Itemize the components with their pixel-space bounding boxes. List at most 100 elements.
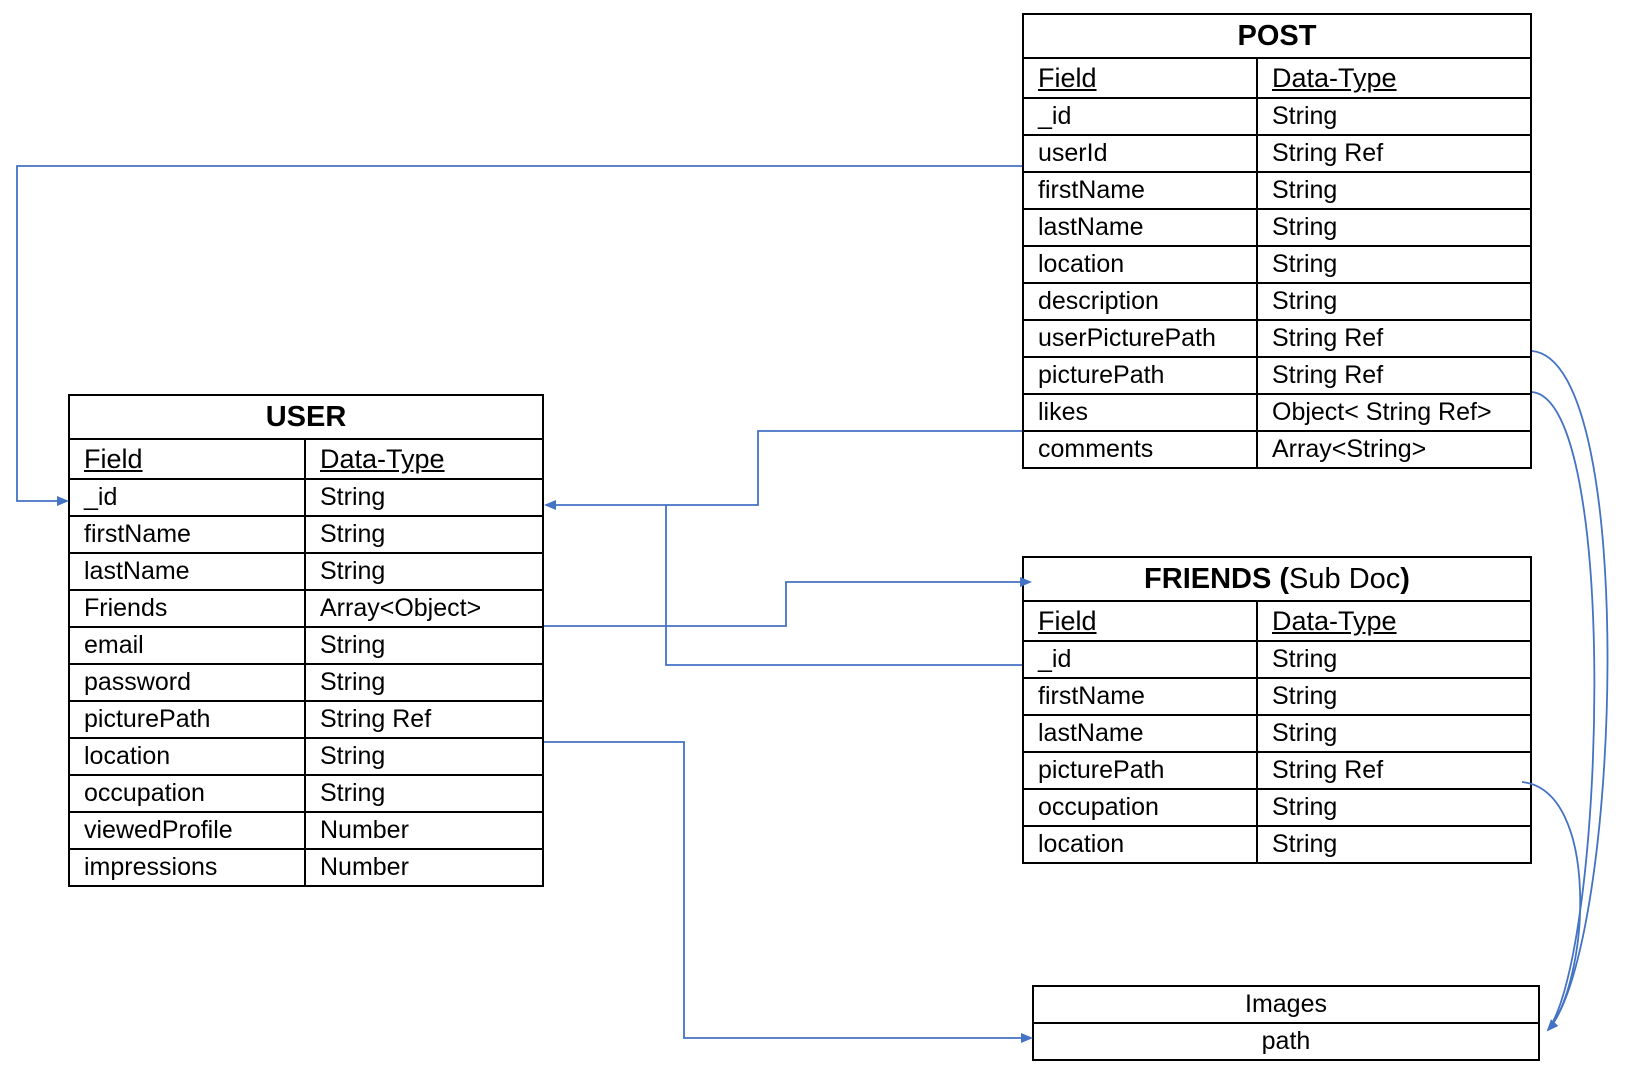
- field-type: String: [1256, 788, 1532, 827]
- field-type: String: [1256, 208, 1532, 247]
- field-name: email: [68, 626, 306, 665]
- field-name: location: [1022, 825, 1258, 864]
- field-name: firstName: [68, 515, 306, 554]
- field-type: String: [1256, 825, 1532, 864]
- post-userpicturepath-to-images-connector: [1531, 350, 1609, 1032]
- field-name: location: [68, 737, 306, 776]
- field-type: String: [303, 737, 545, 776]
- field-name: _id: [68, 478, 306, 517]
- field-name: picturePath: [68, 700, 306, 739]
- user-table-title: USER: [67, 394, 545, 440]
- friends-title-main: FRIENDS (: [1144, 563, 1290, 595]
- field-type: Number: [303, 848, 545, 887]
- field-name: _id: [1022, 97, 1258, 136]
- post-picturepath-to-images-connector: [1531, 391, 1596, 1031]
- field-type: String: [303, 626, 545, 665]
- user-type-header: Data-Type: [303, 438, 545, 480]
- post-field-header: Field: [1022, 57, 1258, 99]
- field-name: lastName: [1022, 208, 1258, 247]
- field-type: String: [1256, 714, 1532, 753]
- field-name: comments: [1022, 430, 1258, 469]
- field-name: path: [1032, 1022, 1540, 1061]
- field-name: description: [1022, 282, 1258, 321]
- friends-title-sub: Sub Doc: [1289, 563, 1401, 595]
- field-name: viewedProfile: [68, 811, 306, 850]
- images-table-title: Images: [1032, 985, 1540, 1024]
- user-picturepath-to-images-connector: [544, 741, 1033, 1043]
- field-type: String: [303, 552, 545, 591]
- field-name: picturePath: [1022, 751, 1258, 790]
- post-type-header: Data-Type: [1256, 57, 1532, 99]
- field-name: userPicturePath: [1022, 319, 1258, 358]
- field-type: Object< String Ref>: [1256, 393, 1532, 432]
- field-type: Number: [303, 811, 545, 850]
- field-type: String Ref: [303, 700, 545, 739]
- field-type: String Ref: [1256, 751, 1532, 790]
- field-name: password: [68, 663, 306, 702]
- field-type: String: [303, 478, 545, 517]
- field-name: location: [1022, 245, 1258, 284]
- table-row: path: [1032, 1022, 1540, 1061]
- field-name: _id: [1022, 640, 1258, 679]
- field-name: picturePath: [1022, 356, 1258, 395]
- user-friends-to-friends-connector: [544, 577, 1032, 627]
- field-type: String: [303, 774, 545, 813]
- field-type: String: [1256, 245, 1532, 284]
- field-name: lastName: [68, 552, 306, 591]
- images-table: Images path: [1032, 985, 1540, 1061]
- field-name: lastName: [1022, 714, 1258, 753]
- field-type: String: [1256, 640, 1532, 679]
- field-type: String: [1256, 97, 1532, 136]
- field-type: Array<String>: [1256, 430, 1532, 469]
- field-type: String: [303, 515, 545, 554]
- field-name: Friends: [68, 589, 306, 628]
- field-name: occupation: [1022, 788, 1258, 827]
- field-type: String Ref: [1256, 319, 1532, 358]
- field-name: userId: [1022, 134, 1258, 173]
- friends-title-end: ): [1400, 563, 1410, 595]
- post-table-title: POST: [1022, 13, 1532, 59]
- friends-table-title: FRIENDS (Sub Doc): [1022, 556, 1532, 602]
- field-type: String: [1256, 171, 1532, 210]
- field-type: String Ref: [1256, 134, 1532, 173]
- friends-type-header: Data-Type: [1256, 600, 1532, 642]
- field-name: occupation: [68, 774, 306, 813]
- field-type: String: [1256, 677, 1532, 716]
- field-name: likes: [1022, 393, 1258, 432]
- field-name: firstName: [1022, 677, 1258, 716]
- field-name: firstName: [1022, 171, 1258, 210]
- field-name: impressions: [68, 848, 306, 887]
- user-field-header: Field: [68, 438, 306, 480]
- field-type: String: [1256, 282, 1532, 321]
- post-likes-to-user-id-connector: [544, 430, 1022, 510]
- field-type: String Ref: [1256, 356, 1532, 395]
- friends-field-header: Field: [1022, 600, 1258, 642]
